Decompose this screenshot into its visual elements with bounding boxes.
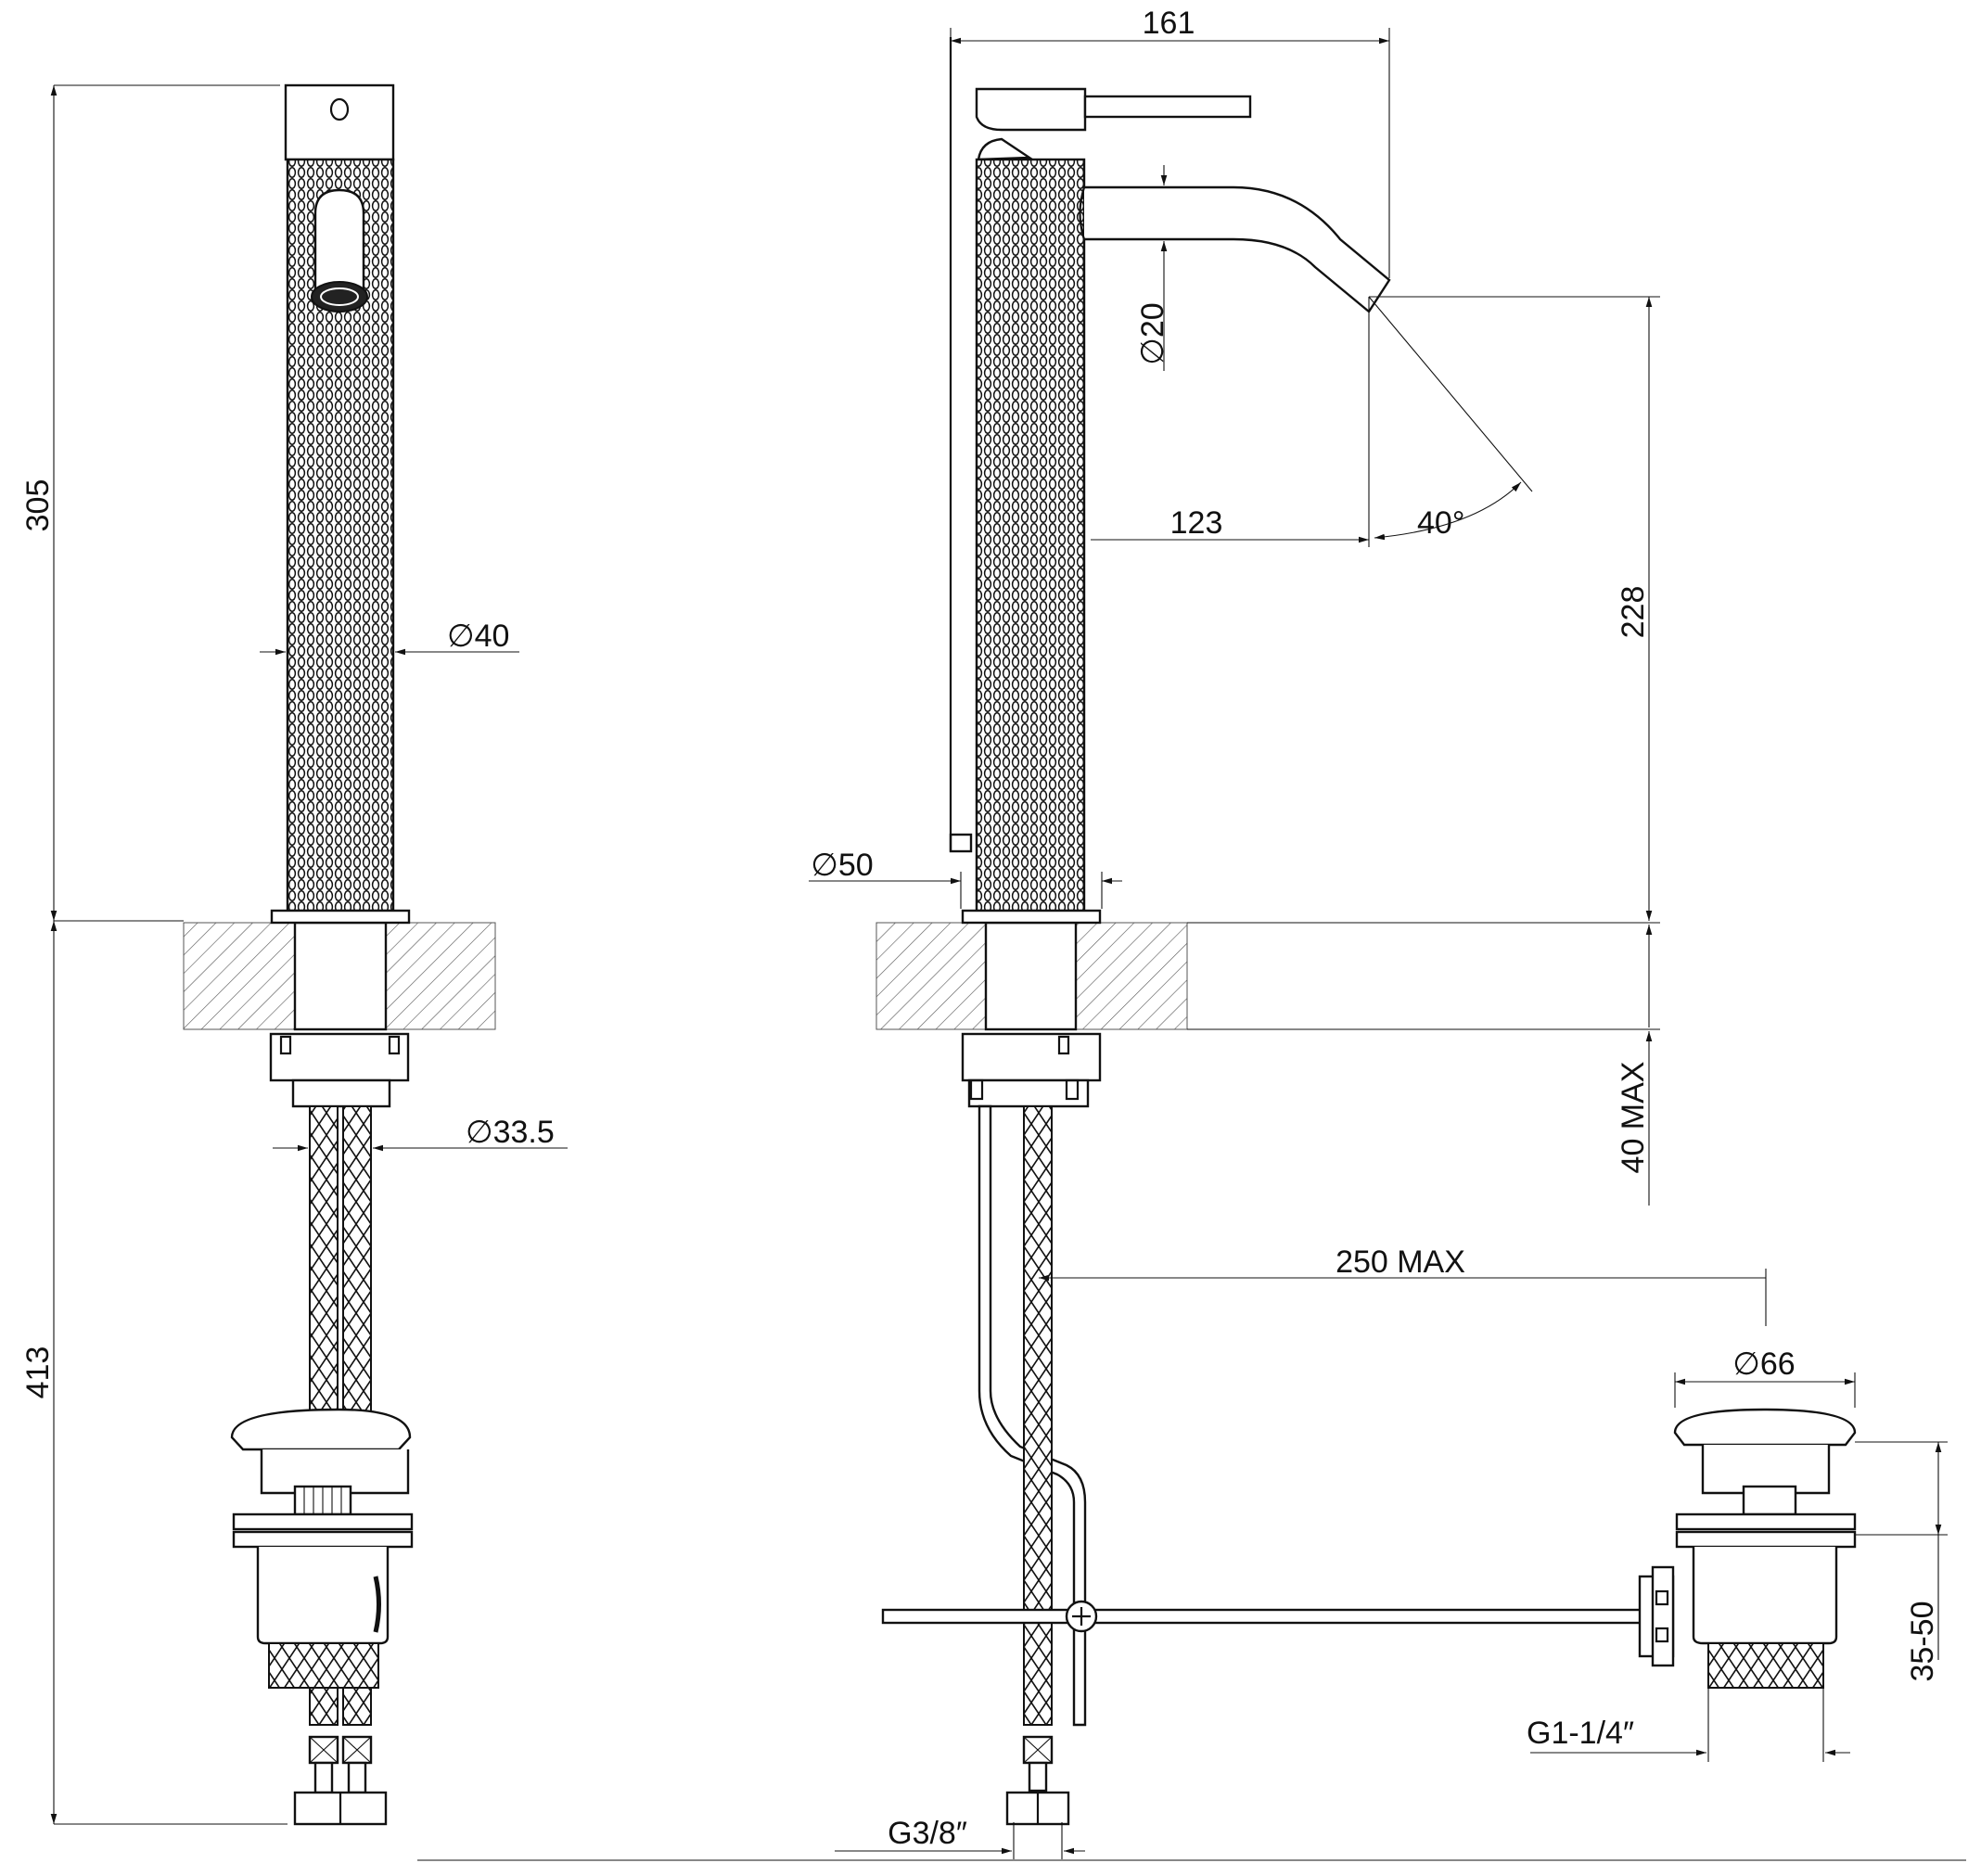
front-aerator-slot <box>313 188 365 299</box>
side-base-plate <box>961 909 1102 925</box>
dim-spout-reach: 123 <box>1170 505 1223 541</box>
side-lever-head <box>975 87 1087 132</box>
side-hose <box>1023 1105 1053 1726</box>
front-waste-body <box>256 1547 390 1645</box>
front-lever-head <box>284 83 395 161</box>
front-waste-flange <box>232 1512 414 1531</box>
front-aerator <box>311 281 368 313</box>
dim-spout-diameter: ∅20 <box>1135 302 1170 364</box>
dim-waste-cap-diameter: ∅66 <box>1732 1346 1795 1382</box>
side-view <box>875 37 1857 1826</box>
side-spout <box>1084 185 1391 313</box>
front-deck-section-left <box>183 922 296 1030</box>
dim-height-above-deck: 305 <box>20 479 56 532</box>
dim-overall-width: 161 <box>1143 6 1195 41</box>
front-view <box>183 83 496 1826</box>
dim-waste-thread: G1-1/4″ <box>1527 1716 1634 1751</box>
side-waste-spring <box>1742 1485 1797 1516</box>
side-lever-handle <box>1083 95 1252 119</box>
side-fixing-nut <box>961 1032 1102 1082</box>
front-deck-bore <box>293 921 388 1031</box>
front-waste-thread <box>268 1642 379 1689</box>
side-deck-section-left <box>875 922 987 1030</box>
dim-deck-thickness: 40 MAX <box>1616 1062 1651 1174</box>
front-base-plate <box>270 909 411 925</box>
dim-shank-diameter: ∅33.5 <box>466 1115 555 1150</box>
dim-supply-thread: G3/8″ <box>888 1816 967 1851</box>
side-dimensions: 161 ∅20 123 40° 228 40 MAX ∅50 250 MAX <box>417 6 1966 1861</box>
side-waste-body <box>1692 1547 1838 1645</box>
dim-waste-distance: 250 MAX <box>1336 1244 1465 1280</box>
dim-spout-angle: 40° <box>1417 505 1464 541</box>
dim-base-diameter: ∅50 <box>811 848 873 883</box>
front-deck-section-right <box>385 922 496 1030</box>
front-dimensions: 305 413 ∅40 ∅33.5 <box>20 84 568 1825</box>
side-deck-bore <box>984 921 1078 1031</box>
dim-body-diameter: ∅40 <box>447 619 509 654</box>
front-fixing-nut <box>269 1032 410 1082</box>
front-fixing-shank <box>291 1078 391 1108</box>
dim-waste-height: 35-50 <box>1905 1602 1940 1682</box>
side-knurled-body <box>975 158 1086 912</box>
side-deck-section-right <box>1075 922 1188 1030</box>
front-hose-left <box>309 1105 339 1413</box>
side-linkage-rod <box>881 1608 1645 1625</box>
front-waste-cap <box>230 1408 412 1451</box>
dim-height-below-deck: 413 <box>20 1346 56 1399</box>
side-waste-flange <box>1675 1512 1857 1531</box>
front-hose-right <box>342 1105 372 1413</box>
front-lever-screw <box>329 97 350 121</box>
dim-spout-height: 228 <box>1616 586 1651 639</box>
side-pop-up-rod-top <box>949 833 973 853</box>
side-waste-thread <box>1707 1642 1824 1689</box>
side-waste-cap <box>1673 1408 1857 1447</box>
